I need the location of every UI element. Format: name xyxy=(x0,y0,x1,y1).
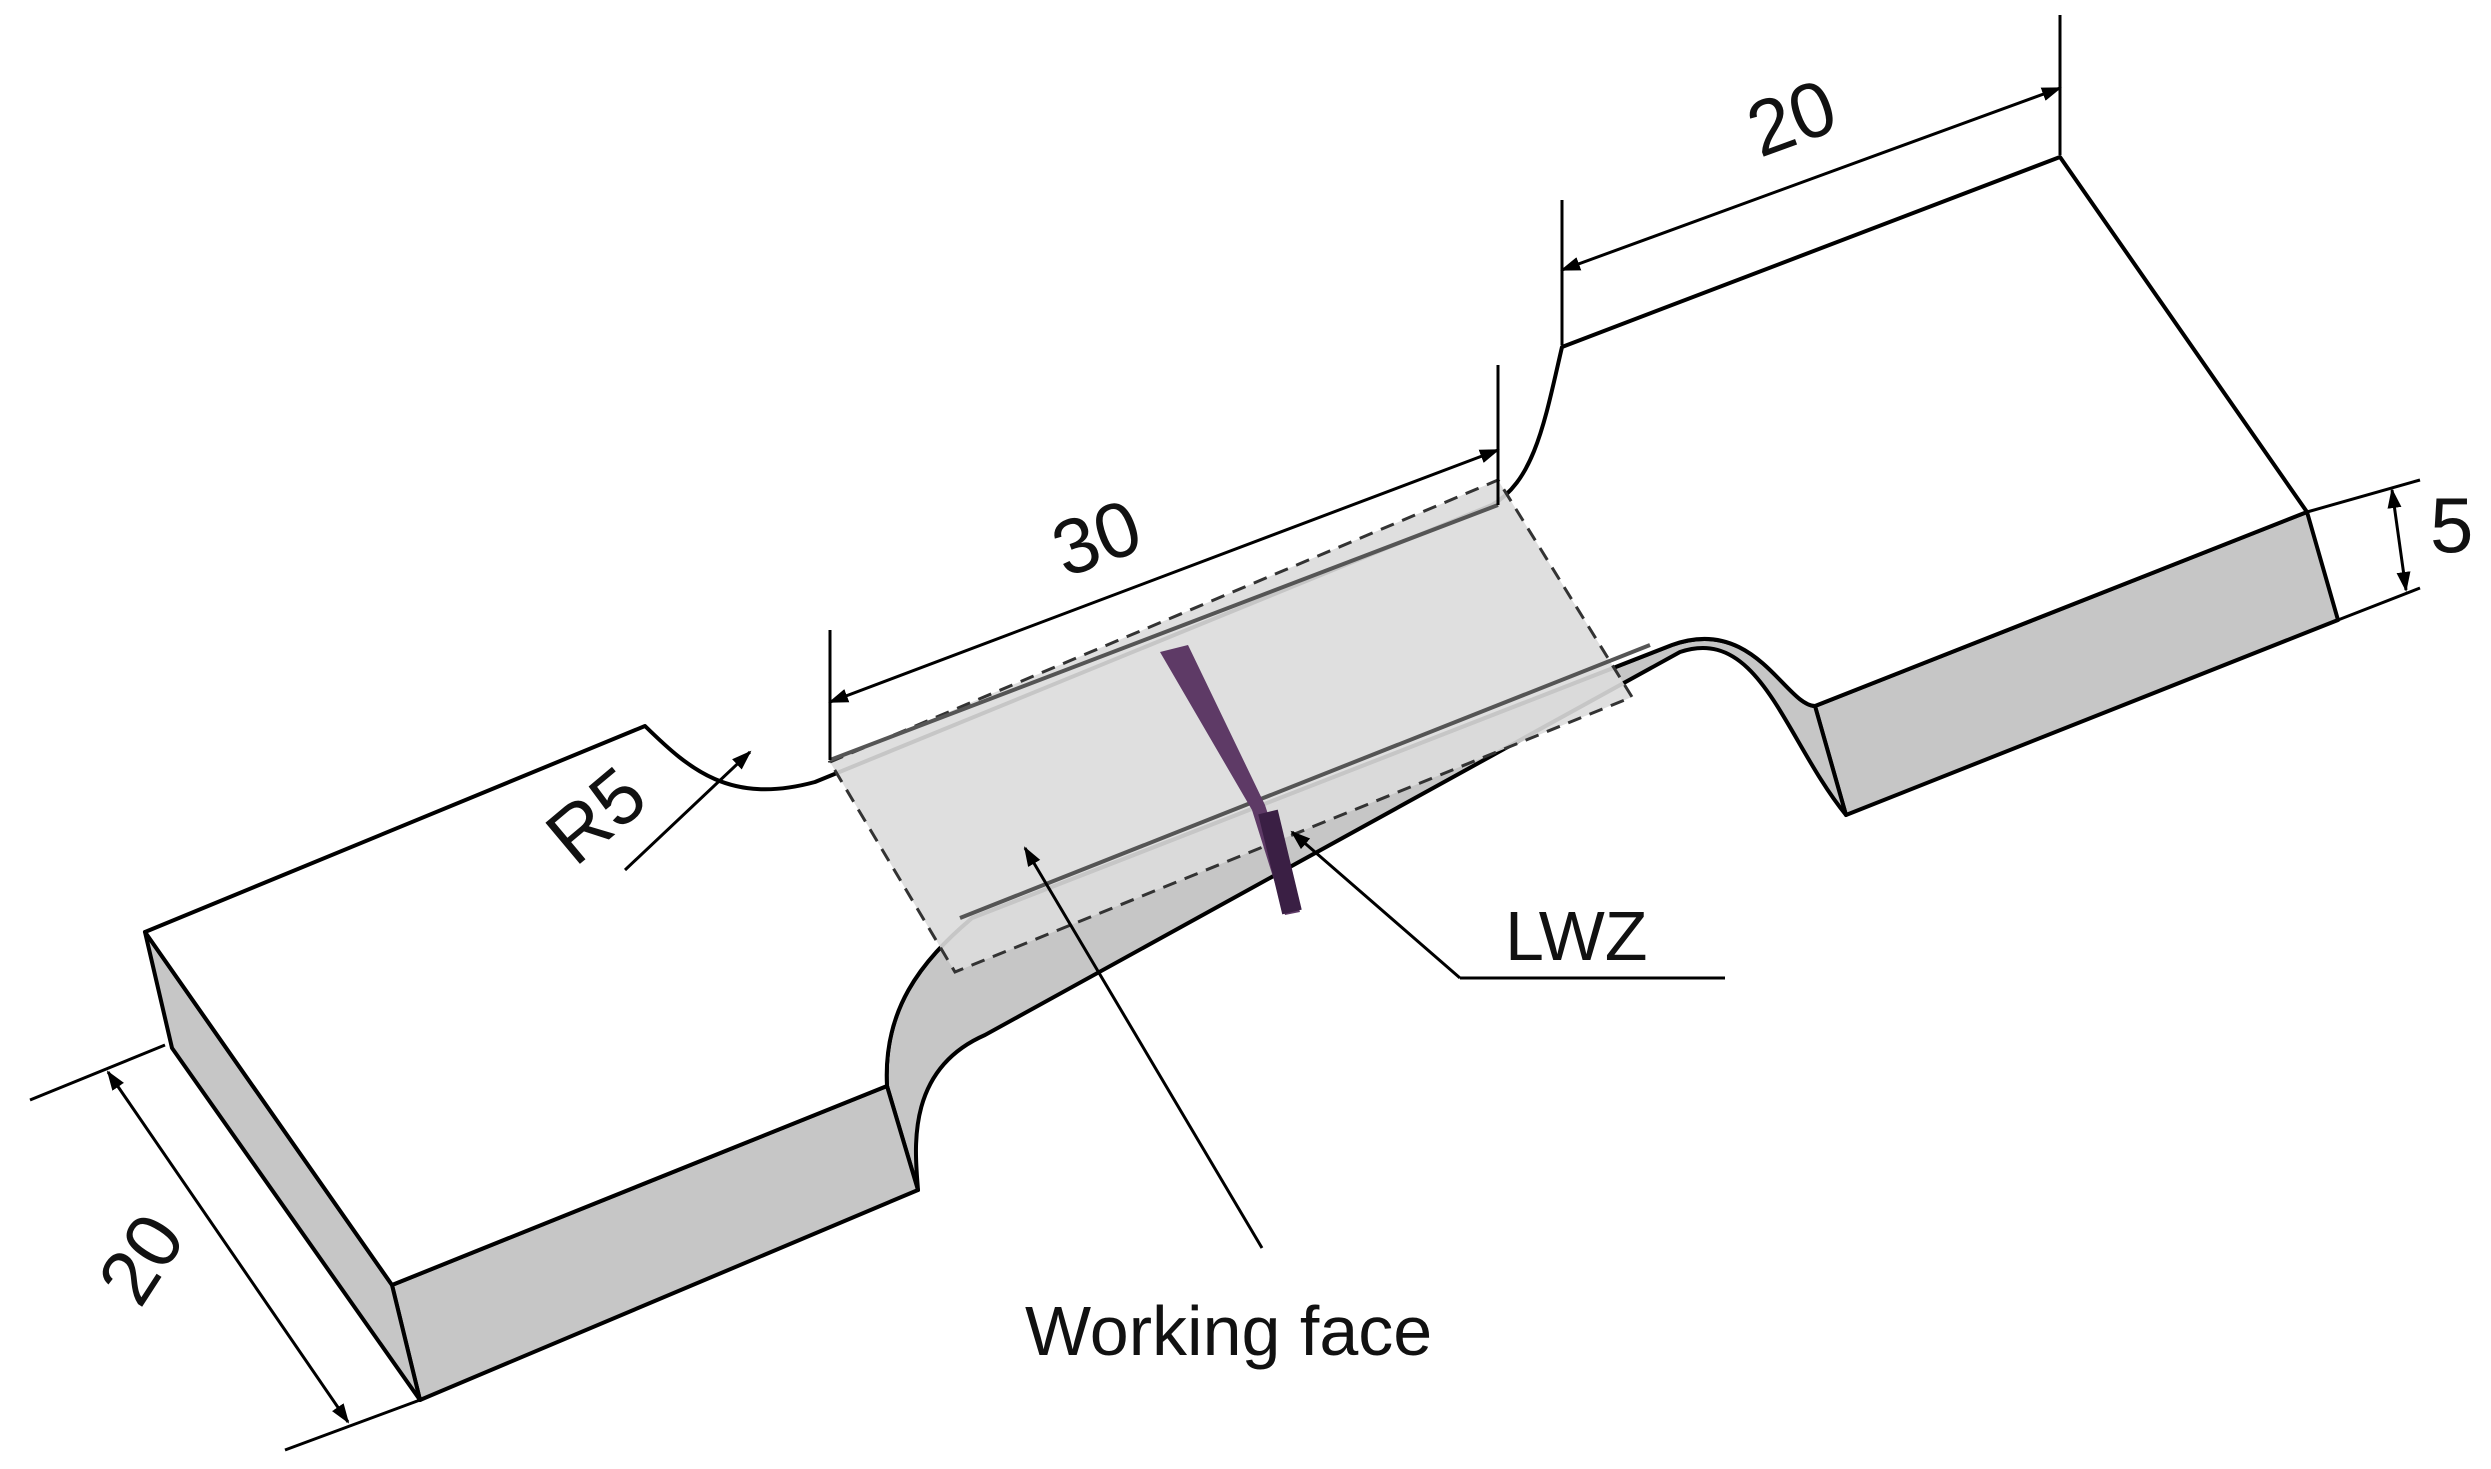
working-face-label: Working face xyxy=(1025,1292,1432,1370)
dim-width-ext-top xyxy=(29,1043,166,1102)
dim-top-line xyxy=(1560,86,2062,272)
dim-thick-ext-top xyxy=(2306,478,2421,514)
dim-top-length-label: 20 xyxy=(1736,62,1848,174)
working-face-leader xyxy=(1023,846,1264,1249)
dim-width-line xyxy=(106,1070,350,1424)
dim-thick-ext-bottom xyxy=(2337,586,2421,622)
gauge-front-edge xyxy=(959,643,1651,920)
dim-radius-line xyxy=(623,750,752,872)
dim-width-ext-bottom xyxy=(284,1398,421,1452)
dim-thick-line xyxy=(2387,488,2411,592)
lwz-label: LWZ xyxy=(1505,897,1648,975)
dim-width-label: 20 xyxy=(80,1199,201,1320)
lwz-leader xyxy=(1290,830,1461,980)
dim-thickness-label: 5 xyxy=(2430,481,2473,569)
dim-gauge-line xyxy=(828,448,1500,704)
dim-gauge-length-label: 30 xyxy=(1041,482,1153,594)
lwz-zone-side xyxy=(1258,809,1302,915)
lwz-zone xyxy=(1160,645,1300,915)
